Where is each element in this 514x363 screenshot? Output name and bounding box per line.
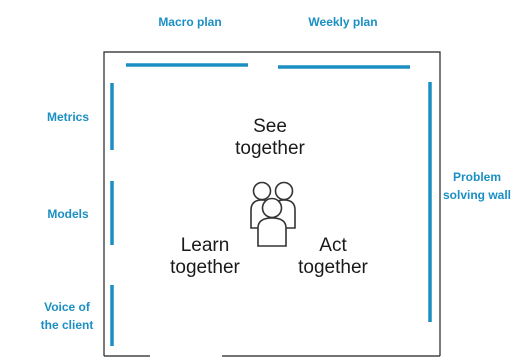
see-together-label: See together	[235, 116, 305, 159]
weekly-plan-label: Weekly plan	[308, 15, 378, 29]
room-walls	[103, 51, 441, 356]
problem-solving-wall-label: Problem solving wall	[442, 170, 511, 202]
people-group-icon	[250, 181, 296, 247]
metrics-label: Metrics	[46, 110, 90, 124]
models-label: Models	[47, 207, 89, 221]
act-together-label: Act together	[298, 235, 368, 278]
macro-plan-label: Macro plan	[158, 15, 222, 29]
voice-of-client-label: Voice of the client	[40, 300, 94, 332]
learn-together-label: Learn together	[170, 235, 240, 278]
